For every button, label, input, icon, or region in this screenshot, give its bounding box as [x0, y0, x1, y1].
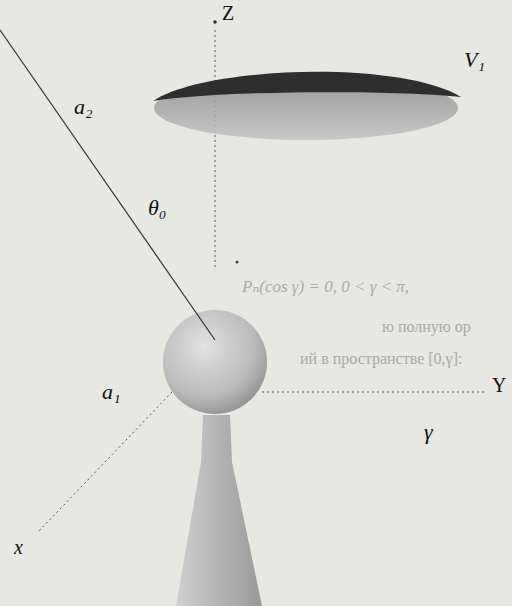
ray-line — [0, 30, 215, 340]
radius-label: a₂ — [74, 95, 93, 119]
axis-label: x — [14, 536, 23, 558]
y-axis — [262, 392, 486, 393]
sphere — [163, 310, 267, 414]
volume-label: V₁ — [464, 48, 485, 72]
radius-label: a₁ — [102, 380, 121, 404]
x-axis — [38, 392, 172, 532]
bleed-through-text: ю полную ор — [382, 318, 471, 336]
z-axis — [215, 30, 216, 268]
axis-label: Y — [492, 374, 506, 396]
center-dot — [236, 261, 239, 264]
lens-cap — [153, 72, 461, 101]
axis-label: Z — [222, 2, 234, 24]
bleed-through-text: Pₙ(cos γ) = 0, 0 < γ < π, — [242, 278, 409, 297]
angle-label: γ — [424, 420, 433, 444]
bleed-through-text: ий в пространстве [0,γ]: — [300, 350, 462, 368]
angle-label: θ₀ — [148, 196, 166, 220]
axis-dot — [213, 20, 217, 24]
stand — [176, 415, 262, 606]
